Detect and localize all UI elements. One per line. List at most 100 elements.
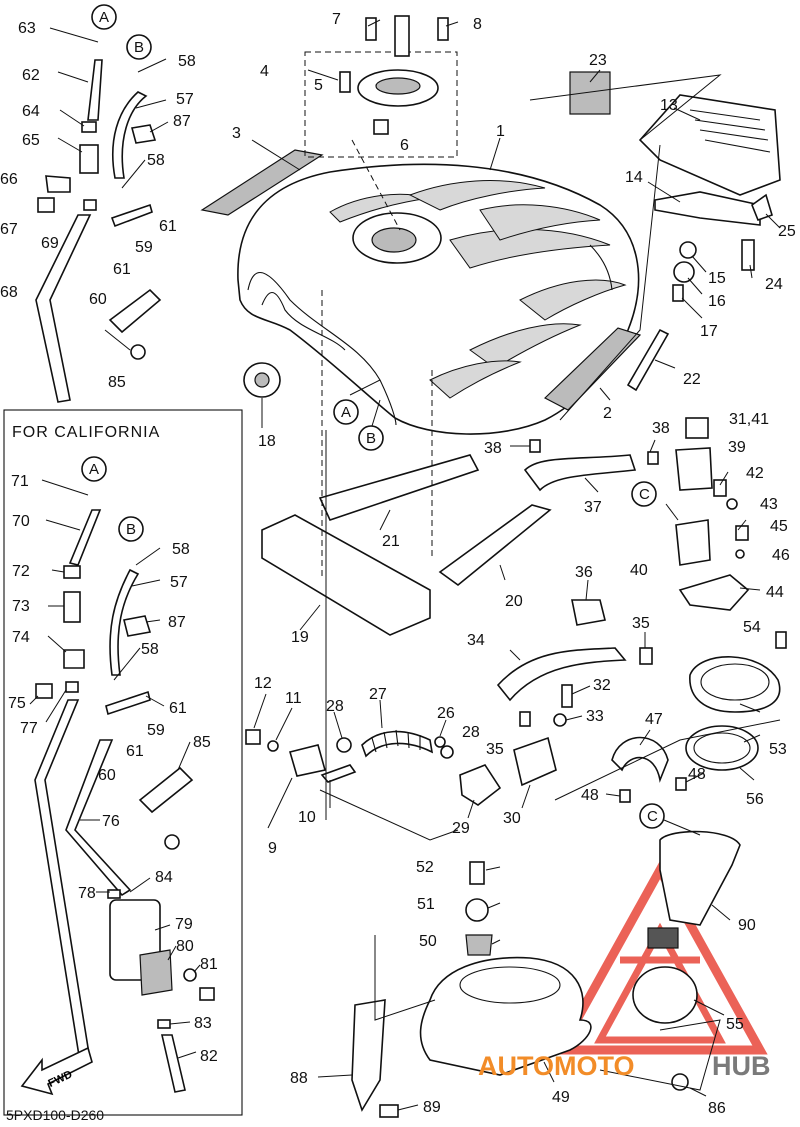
label-84: 84	[155, 869, 173, 886]
label-21: 21	[382, 533, 400, 550]
label-70: 70	[12, 513, 30, 530]
label-4: 4	[260, 63, 269, 80]
label-42: 42	[746, 465, 764, 482]
label-6: 6	[400, 137, 409, 154]
label-57b: 57	[170, 574, 188, 591]
valve-30	[513, 736, 557, 787]
label-78: 78	[78, 885, 96, 902]
connector-a-ca: A	[89, 461, 99, 478]
label-52: 52	[416, 859, 434, 876]
connector-letters: A B A B C C A B	[89, 9, 658, 825]
clamp-69	[83, 199, 97, 211]
label-47: 47	[645, 711, 663, 728]
washer-33	[553, 713, 567, 727]
label-72: 72	[12, 563, 30, 580]
label-58d: 58	[141, 641, 159, 658]
label-57a: 57	[176, 91, 194, 108]
hose-27	[361, 730, 434, 758]
connector-a-top: A	[99, 9, 109, 26]
label-33: 33	[586, 708, 604, 725]
connector-a-circle-ca	[81, 456, 107, 482]
side-cover-13	[638, 94, 781, 196]
label-86: 86	[708, 1100, 726, 1117]
label-24: 24	[765, 276, 783, 293]
clip-36	[571, 599, 606, 626]
label-59a: 59	[135, 239, 153, 256]
label-77: 77	[20, 720, 38, 737]
ca-bracket-85	[138, 766, 194, 814]
label-54: 54	[743, 619, 761, 636]
label-34: 34	[467, 632, 485, 649]
label-22: 22	[683, 371, 701, 388]
washer-43	[726, 498, 738, 510]
pad-20	[438, 504, 552, 587]
hose-47	[611, 736, 669, 783]
label-66: 66	[0, 171, 18, 188]
sensor-9	[288, 744, 326, 777]
cap-nut-6	[373, 119, 389, 135]
label-69: 69	[41, 235, 59, 252]
damper-15	[679, 241, 697, 259]
label-71: 71	[11, 473, 29, 490]
label-58c: 58	[172, 541, 190, 558]
washer-11	[267, 740, 279, 752]
label-50: 50	[419, 933, 437, 950]
cap-bolt-7	[365, 17, 377, 41]
clamp-48b	[619, 789, 631, 803]
bolt-42	[713, 479, 727, 497]
label-63: 63	[18, 20, 36, 37]
connector-a-tank: A	[341, 404, 351, 421]
o-ring-55	[632, 966, 698, 1024]
label-62: 62	[22, 67, 40, 84]
label-1: 1	[496, 123, 505, 140]
label-60b: 60	[98, 767, 116, 784]
label-44: 44	[766, 584, 784, 601]
label-30: 30	[503, 810, 521, 827]
ca-bolt-81	[199, 987, 215, 1001]
label-61a: 61	[159, 218, 177, 235]
label-40: 40	[630, 562, 648, 579]
label-49: 49	[552, 1089, 570, 1106]
grommet-50	[465, 934, 493, 956]
pad-21	[318, 454, 480, 521]
label-14: 14	[625, 169, 643, 186]
ignition-key	[394, 15, 410, 57]
label-36: 36	[575, 564, 593, 581]
label-58a: 58	[178, 53, 196, 70]
hose-37	[523, 454, 637, 492]
hose-57	[111, 91, 148, 179]
ca-bracket-canister	[139, 949, 173, 996]
label-67: 67	[0, 221, 18, 238]
nut-25	[751, 193, 773, 222]
label-9: 9	[268, 840, 277, 857]
label-10: 10	[298, 809, 316, 826]
label-11: 11	[285, 690, 302, 707]
label-65: 65	[22, 132, 40, 149]
label-18: 18	[258, 433, 276, 450]
ca-hose-76	[65, 739, 132, 897]
label-59b: 59	[147, 722, 165, 739]
sensor-plate-10	[320, 764, 357, 783]
label-2: 2	[603, 405, 612, 422]
label-16: 16	[708, 293, 726, 310]
tank-emblem-right	[543, 327, 642, 411]
clamp-38a	[529, 439, 541, 453]
label-45: 45	[770, 518, 788, 535]
label-76: 76	[102, 813, 120, 830]
label-85a: 85	[108, 374, 126, 391]
label-27: 27	[369, 686, 387, 703]
label-81: 81	[200, 956, 218, 973]
label-87a: 87	[173, 113, 191, 130]
label-80: 80	[176, 938, 194, 955]
clamp-35	[639, 647, 653, 665]
ca-hose-57	[109, 568, 140, 676]
pump-40	[675, 519, 711, 566]
leader-lines	[29, 19, 781, 1111]
label-88: 88	[290, 1070, 308, 1087]
ca-hose-70	[68, 509, 102, 566]
bolt-12	[245, 729, 261, 745]
label-46: 46	[772, 547, 790, 564]
ca-hose-82	[160, 1034, 186, 1093]
bolt-24	[741, 239, 755, 271]
